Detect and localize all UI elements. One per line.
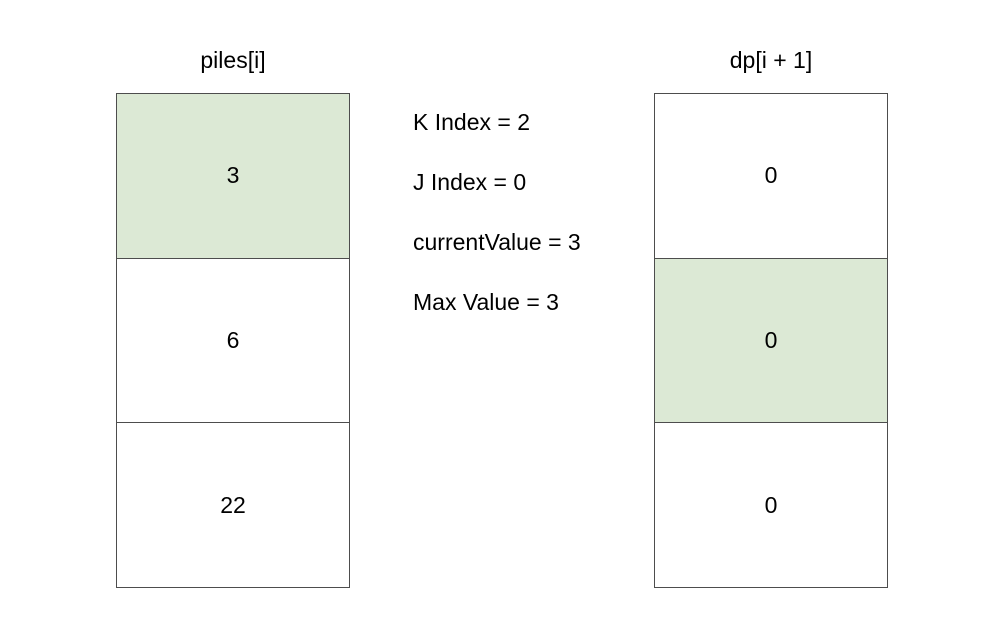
dp-array: 0 0 0 — [654, 93, 888, 588]
piles-cell-0: 3 — [117, 94, 349, 258]
max-value-label: Max Value = 3 — [413, 289, 559, 315]
dp-cell-2: 0 — [655, 422, 887, 588]
piles-cell-2: 22 — [117, 422, 349, 588]
current-value-label: currentValue = 3 — [413, 229, 581, 255]
k-index-label: K Index = 2 — [413, 109, 530, 135]
dp-cell-0: 0 — [655, 94, 887, 258]
j-index-label: J Index = 0 — [413, 169, 527, 195]
dp-cell-1: 0 — [655, 257, 887, 423]
piles-title: piles[i] — [200, 47, 266, 73]
variables-panel: K Index = 2 J Index = 0 currentValue = 3… — [413, 104, 643, 344]
piles-cell-1: 6 — [117, 257, 349, 423]
piles-array: 3 6 22 — [116, 93, 350, 588]
dp-title: dp[i + 1] — [729, 47, 813, 73]
